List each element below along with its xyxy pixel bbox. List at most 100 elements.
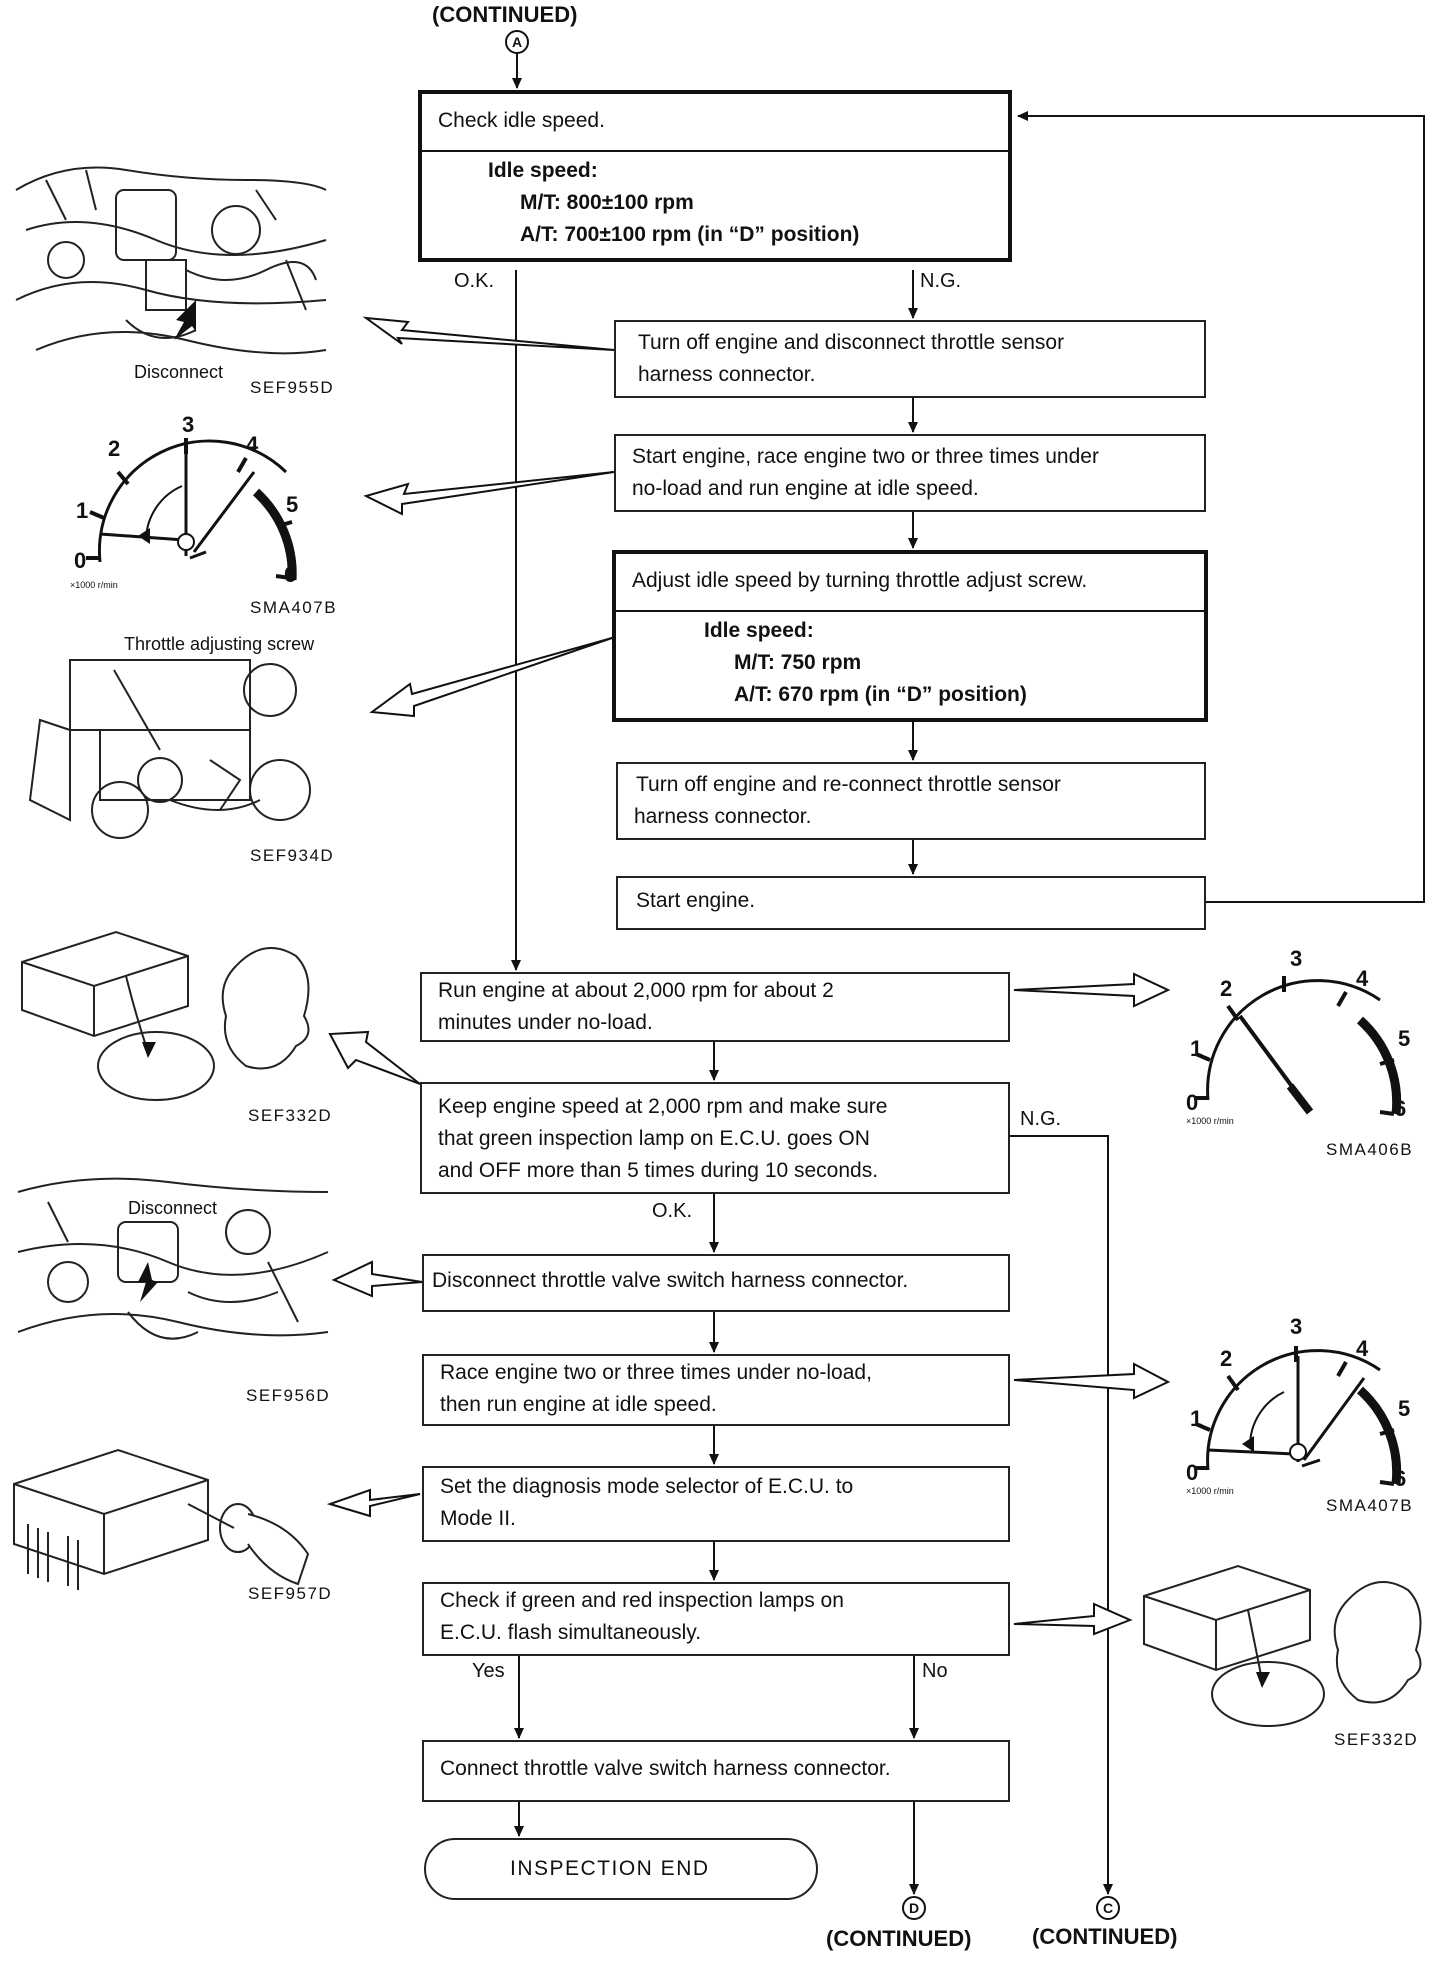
adjust-idle-text: Adjust idle speed by turning throttle ad… <box>632 569 1088 592</box>
start-race-line2: no-load and run engine at idle speed. <box>632 477 979 500</box>
keep-2000-line1: Keep engine speed at 2,000 rpm and make … <box>438 1095 888 1118</box>
sma407b-code-2: SMA407B <box>1326 1496 1414 1515</box>
continued-c-label: (CONTINUED) <box>1032 1924 1178 1949</box>
start-race-box <box>614 434 1206 512</box>
gauge1-tick-2: 2 <box>108 436 121 461</box>
sma407b-code-1: SMA407B <box>250 598 338 617</box>
gauge3-unit: ×1000 r/min <box>1186 1486 1234 1496</box>
engine-disconnect-illustration <box>15 166 327 355</box>
sef934d-code: SEF934D <box>250 846 335 865</box>
inspection-end-text: INSPECTION END <box>510 1857 710 1880</box>
gauge2-tick-2: 2 <box>1220 976 1233 1001</box>
race-idle-line2: then run engine at idle speed. <box>440 1393 717 1416</box>
turn-off-disconnect-line1: Turn off engine and disconnect throttle … <box>638 331 1065 354</box>
keep-2000-box <box>420 1082 1010 1194</box>
ng-label-1: N.G. <box>920 270 962 292</box>
race-idle-line1: Race engine two or three times under no-… <box>440 1361 872 1384</box>
tachometer-idle-2 <box>1194 1346 1402 1486</box>
gauge1-tick-6: 6 <box>284 562 297 587</box>
connector-c: C <box>1096 1896 1120 1920</box>
connector-d: D <box>902 1896 926 1920</box>
disconnect-valve-box <box>422 1254 1010 1312</box>
check-idle-text: Check idle speed. <box>438 109 605 132</box>
ok-label-2: O.K. <box>652 1200 693 1222</box>
start-race-line1: Start engine, race engine two or three t… <box>632 445 1099 468</box>
tachometer-2000rpm <box>1194 976 1402 1116</box>
gauge3-tick-4: 4 <box>1356 1336 1369 1361</box>
idle-spec-heading: Idle speed: <box>488 159 598 182</box>
gauge2-tick-1: 1 <box>1190 1036 1203 1061</box>
start-engine-text: Start engine. <box>636 889 756 912</box>
yes-label: Yes <box>472 1660 505 1682</box>
race-idle-box <box>422 1354 1010 1426</box>
gauge1-tick-5: 5 <box>286 492 299 517</box>
connect-valve-box <box>422 1740 1010 1802</box>
gauge1-tick-3: 3 <box>182 412 195 437</box>
gauge1-tick-0: 0 <box>74 548 87 573</box>
connect-valve-text: Connect throttle valve switch harness co… <box>440 1757 891 1780</box>
engine-valve-disconnect-illustration <box>17 1177 329 1340</box>
ecu-mode-selector-illustration <box>13 1448 310 1590</box>
check-idle-box <box>418 90 1012 262</box>
connector-a: A <box>505 30 529 54</box>
reconnect-line1: Turn off engine and re-connect throttle … <box>636 773 1061 796</box>
gauge3-tick-6: 6 <box>1394 1466 1407 1491</box>
no-label: No <box>922 1660 948 1682</box>
throttle-body-illustration <box>28 659 311 839</box>
sma406b-code: SMA406B <box>1326 1140 1414 1159</box>
reconnect-line2: harness connector. <box>634 805 812 828</box>
inspection-end-terminal <box>424 1838 818 1900</box>
sef332d-code-1: SEF332D <box>248 1106 333 1125</box>
run-2000-line2: minutes under no-load. <box>438 1011 653 1034</box>
set-mode-box <box>422 1466 1010 1542</box>
sef956d-code: SEF956D <box>246 1386 331 1405</box>
ok-label-1: O.K. <box>454 270 495 292</box>
reconnect-box <box>616 762 1206 840</box>
gauge2-tick-6: 6 <box>1394 1096 1407 1121</box>
turn-off-disconnect-box <box>614 320 1206 398</box>
run-2000-line1: Run engine at about 2,000 rpm for about … <box>438 979 834 1002</box>
check-lamps-line1: Check if green and red inspection lamps … <box>440 1589 844 1612</box>
keep-2000-line3: and OFF more than 5 times during 10 seco… <box>438 1159 879 1182</box>
gauge3-tick-2: 2 <box>1220 1346 1233 1371</box>
turn-off-disconnect-line2: harness connector. <box>638 363 816 386</box>
ng-label-2: N.G. <box>1020 1108 1062 1130</box>
gauge1-tick-1: 1 <box>76 498 89 523</box>
sef955d-disconnect-label: Disconnect <box>134 362 224 382</box>
run-2000-box <box>420 972 1010 1042</box>
set-mode-line1: Set the diagnosis mode selector of E.C.U… <box>440 1475 854 1498</box>
disconnect-valve-text: Disconnect throttle valve switch harness… <box>432 1269 909 1292</box>
gauge3-tick-0: 0 <box>1186 1460 1199 1485</box>
gauge3-tick-3: 3 <box>1290 1314 1303 1339</box>
adjust-spec-at: A/T: 670 rpm (in “D” position) <box>734 683 1027 706</box>
ecu-inspection-illustration-left <box>21 930 310 1101</box>
gauge3-tick-5: 5 <box>1398 1396 1411 1421</box>
adjust-spec-heading: Idle speed: <box>704 619 814 642</box>
idle-spec-at: A/T: 700±100 rpm (in “D” position) <box>520 223 860 246</box>
check-lamps-line2: E.C.U. flash simultaneously. <box>440 1621 702 1644</box>
gauge3-tick-1: 1 <box>1190 1406 1203 1431</box>
sef955d-code: SEF955D <box>250 378 335 397</box>
set-mode-line2: Mode II. <box>440 1507 516 1530</box>
sef332d-code-2: SEF332D <box>1334 1730 1419 1749</box>
continued-d-label: (CONTINUED) <box>826 1926 972 1951</box>
idle-spec-mt: M/T: 800±100 rpm <box>520 191 694 214</box>
keep-2000-line2: that green inspection lamp on E.C.U. goe… <box>438 1127 870 1150</box>
gauge2-tick-0: 0 <box>1186 1090 1199 1115</box>
tachometer-idle-1 <box>86 438 297 581</box>
gauge2-tick-5: 5 <box>1398 1026 1411 1051</box>
sef957d-code: SEF957D <box>248 1584 333 1603</box>
gauge2-unit: ×1000 r/min <box>1186 1116 1234 1126</box>
start-engine-box <box>616 876 1206 930</box>
check-lamps-box <box>422 1582 1010 1656</box>
gauge2-tick-3: 3 <box>1290 946 1303 971</box>
adjust-spec-mt: M/T: 750 rpm <box>734 651 862 674</box>
sef956d-disconnect-label: Disconnect <box>128 1198 218 1218</box>
gauge1-tick-4: 4 <box>246 432 259 457</box>
gauge2-tick-4: 4 <box>1356 966 1369 991</box>
gauge1-unit: ×1000 r/min <box>70 580 118 590</box>
continued-top-label: (CONTINUED) <box>432 2 578 27</box>
ecu-inspection-illustration-right <box>1143 1564 1422 1727</box>
